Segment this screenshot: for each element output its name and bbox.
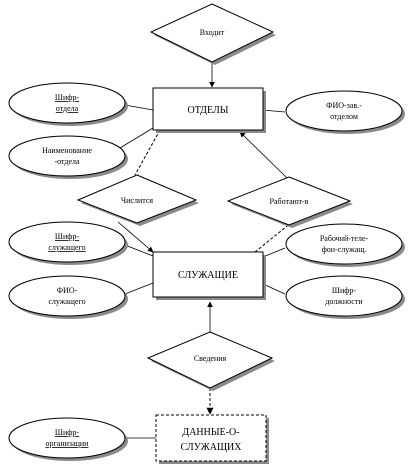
link-otdely-chislitsya	[134, 129, 161, 176]
link-shifr-otdela	[124, 104, 154, 111]
attribute-shifr-otdela-line1: Шифр-	[55, 93, 80, 102]
entity-dannye: ДАННЫЕ-О- СЛУЖАЩИХ	[155, 414, 269, 464]
attribute-rab-tel: Рабочий-теле- фон-служащ.	[285, 223, 405, 267]
attribute-fio-sluzh-line2: служащего	[48, 297, 85, 306]
attribute-naim-otdela: Наименование -отдела	[8, 135, 128, 179]
entity-dannye-label-1: ДАННЫЕ-О-	[182, 427, 239, 438]
attribute-shifr-org-line1: Шифр-	[55, 428, 80, 437]
link-shifr-dolzh	[262, 283, 286, 295]
attribute-fio-sluzh-line1: ФИО-	[57, 286, 78, 295]
attribute-fio-zav: ФИО-зав.- отделом	[285, 90, 405, 134]
relationship-svedeniya-label: Сведения	[194, 354, 227, 363]
attribute-shifr-dolzh-line2: должности	[325, 297, 363, 306]
attribute-shifr-dolzh: Шифр- должности	[285, 275, 405, 319]
attribute-rab-tel-line2: фон-служащ.	[322, 245, 367, 254]
link-fio-sluzh	[124, 282, 154, 295]
entity-otdely-label: ОТДЕЛЫ	[187, 105, 228, 116]
attribute-naim-otdela-line2: -отдела	[54, 157, 80, 166]
attribute-shifr-sluzh-line2: служащего	[48, 243, 85, 252]
link-rab-tel	[262, 247, 286, 258]
attribute-shifr-org-line2: организации	[46, 439, 90, 448]
relationship-chislitsya: Числится	[76, 174, 199, 226]
connector-lines	[117, 62, 293, 439]
attribute-fio-sluzh: ФИО- служащего	[8, 275, 128, 319]
attribute-shifr-dolzh-line1: Шифр-	[332, 286, 357, 295]
attribute-shifr-org: Шифр- организации	[8, 417, 128, 461]
attribute-shifr-sluzh: Шифр- служащего	[8, 221, 128, 265]
attribute-shifr-otdela: Шифр- отдела	[8, 82, 128, 126]
attribute-rab-tel-line1: Рабочий-теле-	[320, 234, 369, 243]
entity-dannye-label-2: СЛУЖАЩИХ	[181, 442, 243, 453]
link-shifr-sluzh	[124, 244, 154, 257]
entity-otdely: ОТДЕЛЫ	[152, 87, 266, 133]
attribute-fio-zav-line1: ФИО-зав.-	[326, 101, 362, 110]
relationship-rabotayut-label: Работают-в	[270, 197, 309, 206]
link-sluzh-rabotayut	[254, 221, 293, 253]
entity-sluzhashchie-label: СЛУЖАЩИЕ	[178, 270, 238, 281]
entity-sluzhashchie: СЛУЖАЩИЕ	[152, 251, 266, 300]
relationship-rabotayut: Работают-в	[226, 176, 353, 228]
attribute-fio-zav-line2: отделом	[330, 112, 358, 121]
link-naim-otdela	[119, 127, 154, 149]
relationship-vkhodit: Входит	[149, 3, 276, 65]
attribute-naim-otdela-line1: Наименование	[42, 146, 92, 155]
relationship-svedeniya: Сведения	[146, 331, 275, 391]
relationship-vkhodit-label: Входит	[200, 28, 225, 37]
attribute-shifr-otdela-line2: отдела	[56, 104, 79, 113]
relationship-chislitsya-label: Числится	[121, 196, 153, 205]
link-rabotayut-otdely	[239, 131, 288, 179]
attribute-shifr-sluzh-line1: Шифр-	[55, 232, 80, 241]
link-chislitsya-sluzh	[117, 221, 154, 253]
